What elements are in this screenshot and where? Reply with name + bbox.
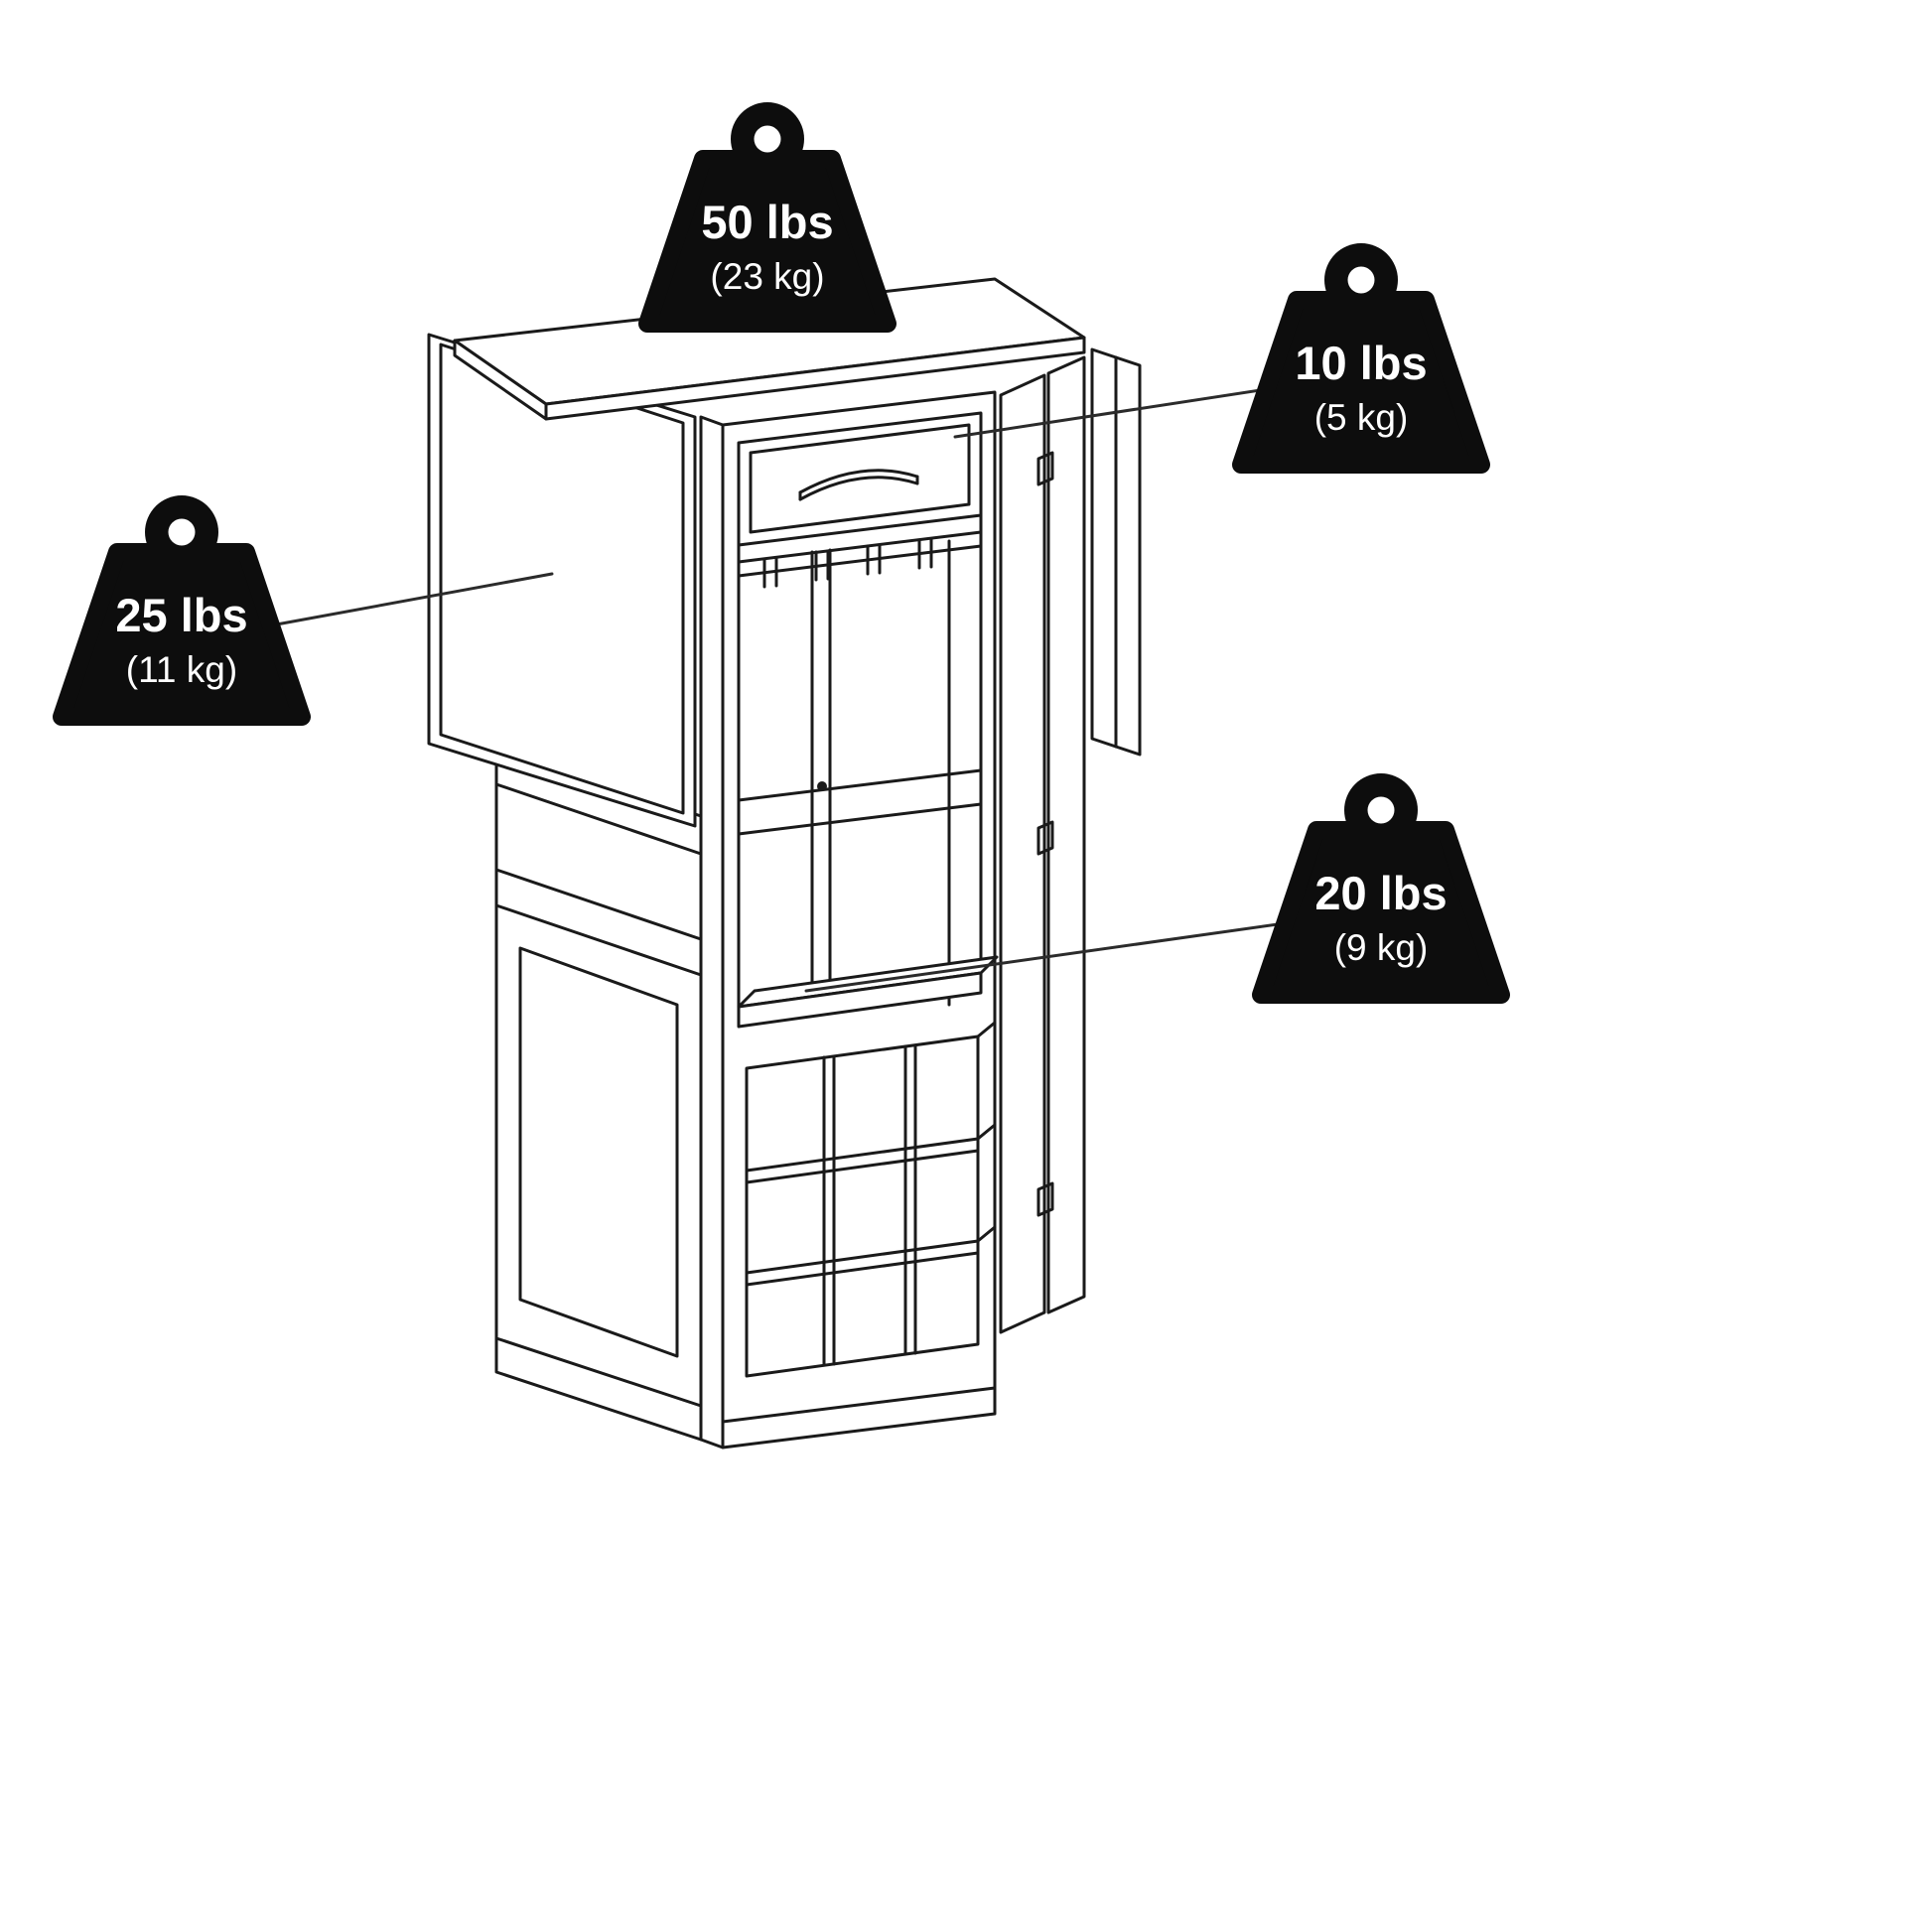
weight-lbs-label: 25 lbs — [115, 589, 248, 641]
left-side-panel — [494, 745, 703, 1442]
weight-icon — [53, 495, 311, 726]
weight-kg-label: (9 kg) — [1333, 927, 1429, 968]
weight-lbs-label: 10 lbs — [1295, 337, 1428, 389]
leader-line-leaf — [269, 572, 554, 627]
weight-kg-label: (23 kg) — [710, 256, 825, 297]
weight-icon — [1252, 773, 1510, 1004]
weight-lbs-label: 20 lbs — [1314, 867, 1448, 919]
weight-kg-label: (11 kg) — [125, 649, 238, 690]
weight-kg-label: (5 kg) — [1313, 397, 1409, 438]
weight-badge-leaf: 25 lbs (11 kg) — [48, 488, 316, 737]
leader-line-shelf — [804, 921, 1287, 993]
cabinet-interior — [737, 513, 983, 1009]
wine-cubbies — [745, 1021, 997, 1378]
weight-badge-top: 50 lbs (23 kg) — [633, 95, 901, 344]
right-drop-leaf — [1090, 347, 1142, 757]
weight-lbs-label: 50 lbs — [701, 196, 834, 248]
weight-badge-drawer: 10 lbs (5 kg) — [1227, 236, 1495, 484]
weight-icon — [638, 102, 897, 333]
weight-badge-shelf: 20 lbs (9 kg) — [1247, 766, 1515, 1015]
weight-icon — [1232, 243, 1490, 474]
stemware-rack — [737, 530, 983, 589]
open-door — [999, 355, 1086, 1334]
leader-line-drawer — [953, 387, 1269, 439]
cabinet-front — [699, 390, 997, 1449]
